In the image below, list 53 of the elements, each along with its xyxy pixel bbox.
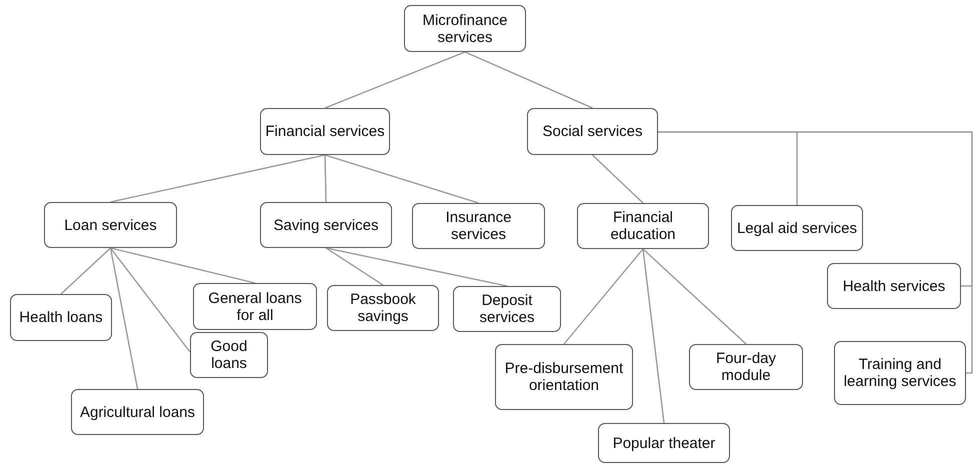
process-box [453,286,561,332]
process-box [412,203,545,249]
node-label: Agricultural loans [80,404,196,420]
node-label: Four-day module [714,350,778,384]
node-label: Health loans [19,309,103,326]
node-label: Deposit services [478,292,536,326]
node-label: Training and learning services [842,356,958,390]
node-label: Health services [842,278,946,294]
process-box [495,344,633,410]
node-label: Good loans [210,338,248,372]
process-box [577,203,709,249]
node-label: Pre-disbursement orientation [504,360,624,394]
node-label: Financial education [609,209,677,243]
process-box [834,341,966,405]
node-label: Social services [542,123,643,140]
connector-line [110,154,326,203]
process-box [731,205,863,251]
node-label: Passbook savings [349,291,417,325]
connector-line [324,154,327,202]
node-label: Legal aid services [736,220,858,236]
connector-line [60,248,111,294]
node-label: Microfinance services [421,12,509,46]
process-box [404,5,526,52]
connector-line [464,51,593,109]
process-box [527,108,658,155]
connector-line [642,248,665,424]
connector-line [110,247,256,284]
process-box [71,389,204,435]
node-label: General loans for all [207,290,303,324]
node-label: Popular theater [612,434,716,452]
process-box [190,332,268,378]
connector-line [642,248,746,344]
process-box [10,294,112,341]
process-box [260,108,390,155]
node-label: Loan services [64,216,157,234]
connector-line [592,154,644,204]
connector-line [324,51,466,109]
node-label: Financial services [265,123,385,140]
connector-line [326,247,384,286]
connector-line [326,247,508,287]
process-box [193,283,317,330]
process-box [827,263,961,309]
process-box [44,202,177,248]
connector-line [658,131,973,374]
connector-line [110,248,138,390]
node-label: Saving services [273,216,379,234]
process-box [327,285,439,331]
connector-line [110,248,191,352]
process-box [598,423,730,463]
node-label: Insurance services [444,209,512,243]
connector-line [324,154,479,204]
process-box [260,202,392,248]
process-box [689,344,803,390]
